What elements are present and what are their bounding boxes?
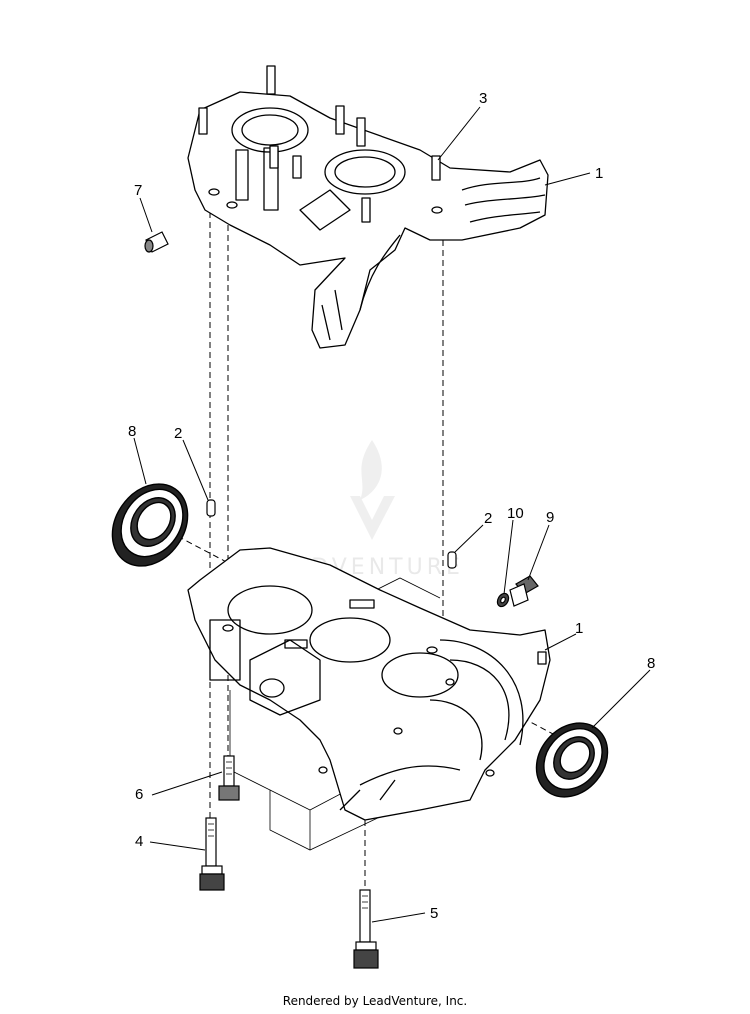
callout-8-left: 8	[128, 423, 136, 440]
callout-2-right: 2	[484, 510, 492, 527]
part-10-washer	[496, 592, 510, 608]
callout-9: 9	[546, 509, 554, 526]
callout-1-upper: 1	[595, 165, 603, 182]
part-8-seal-right	[535, 722, 609, 798]
part-2-dowel-left	[206, 499, 216, 517]
callout-10: 10	[507, 505, 524, 522]
callout-7: 7	[134, 182, 142, 199]
part-4-bolt	[199, 817, 225, 891]
callout-4: 4	[135, 833, 143, 850]
part-9-plug	[509, 575, 539, 607]
callout-5: 5	[430, 905, 438, 922]
footer-credit: Rendered by LeadVenture, Inc.	[282, 994, 468, 1008]
upper-crankcase	[187, 65, 549, 349]
callout-6: 6	[135, 786, 143, 803]
callout-8-right: 8	[647, 655, 655, 672]
callout-2-left: 2	[174, 425, 182, 442]
callout-1-lower: 1	[575, 620, 583, 637]
part-5-bolt	[353, 889, 379, 969]
callout-3: 3	[479, 90, 487, 107]
callouts: 1 3 7 8 2 2 10 9 1 8 6 4 5	[128, 90, 655, 922]
part-8-seal-left	[111, 483, 189, 567]
part-6-bolt	[218, 755, 240, 801]
leader-lines	[133, 106, 651, 923]
part-7-dowel-pin	[144, 231, 169, 253]
lower-crankcase	[187, 547, 551, 821]
part-2-dowel-right	[447, 551, 457, 569]
